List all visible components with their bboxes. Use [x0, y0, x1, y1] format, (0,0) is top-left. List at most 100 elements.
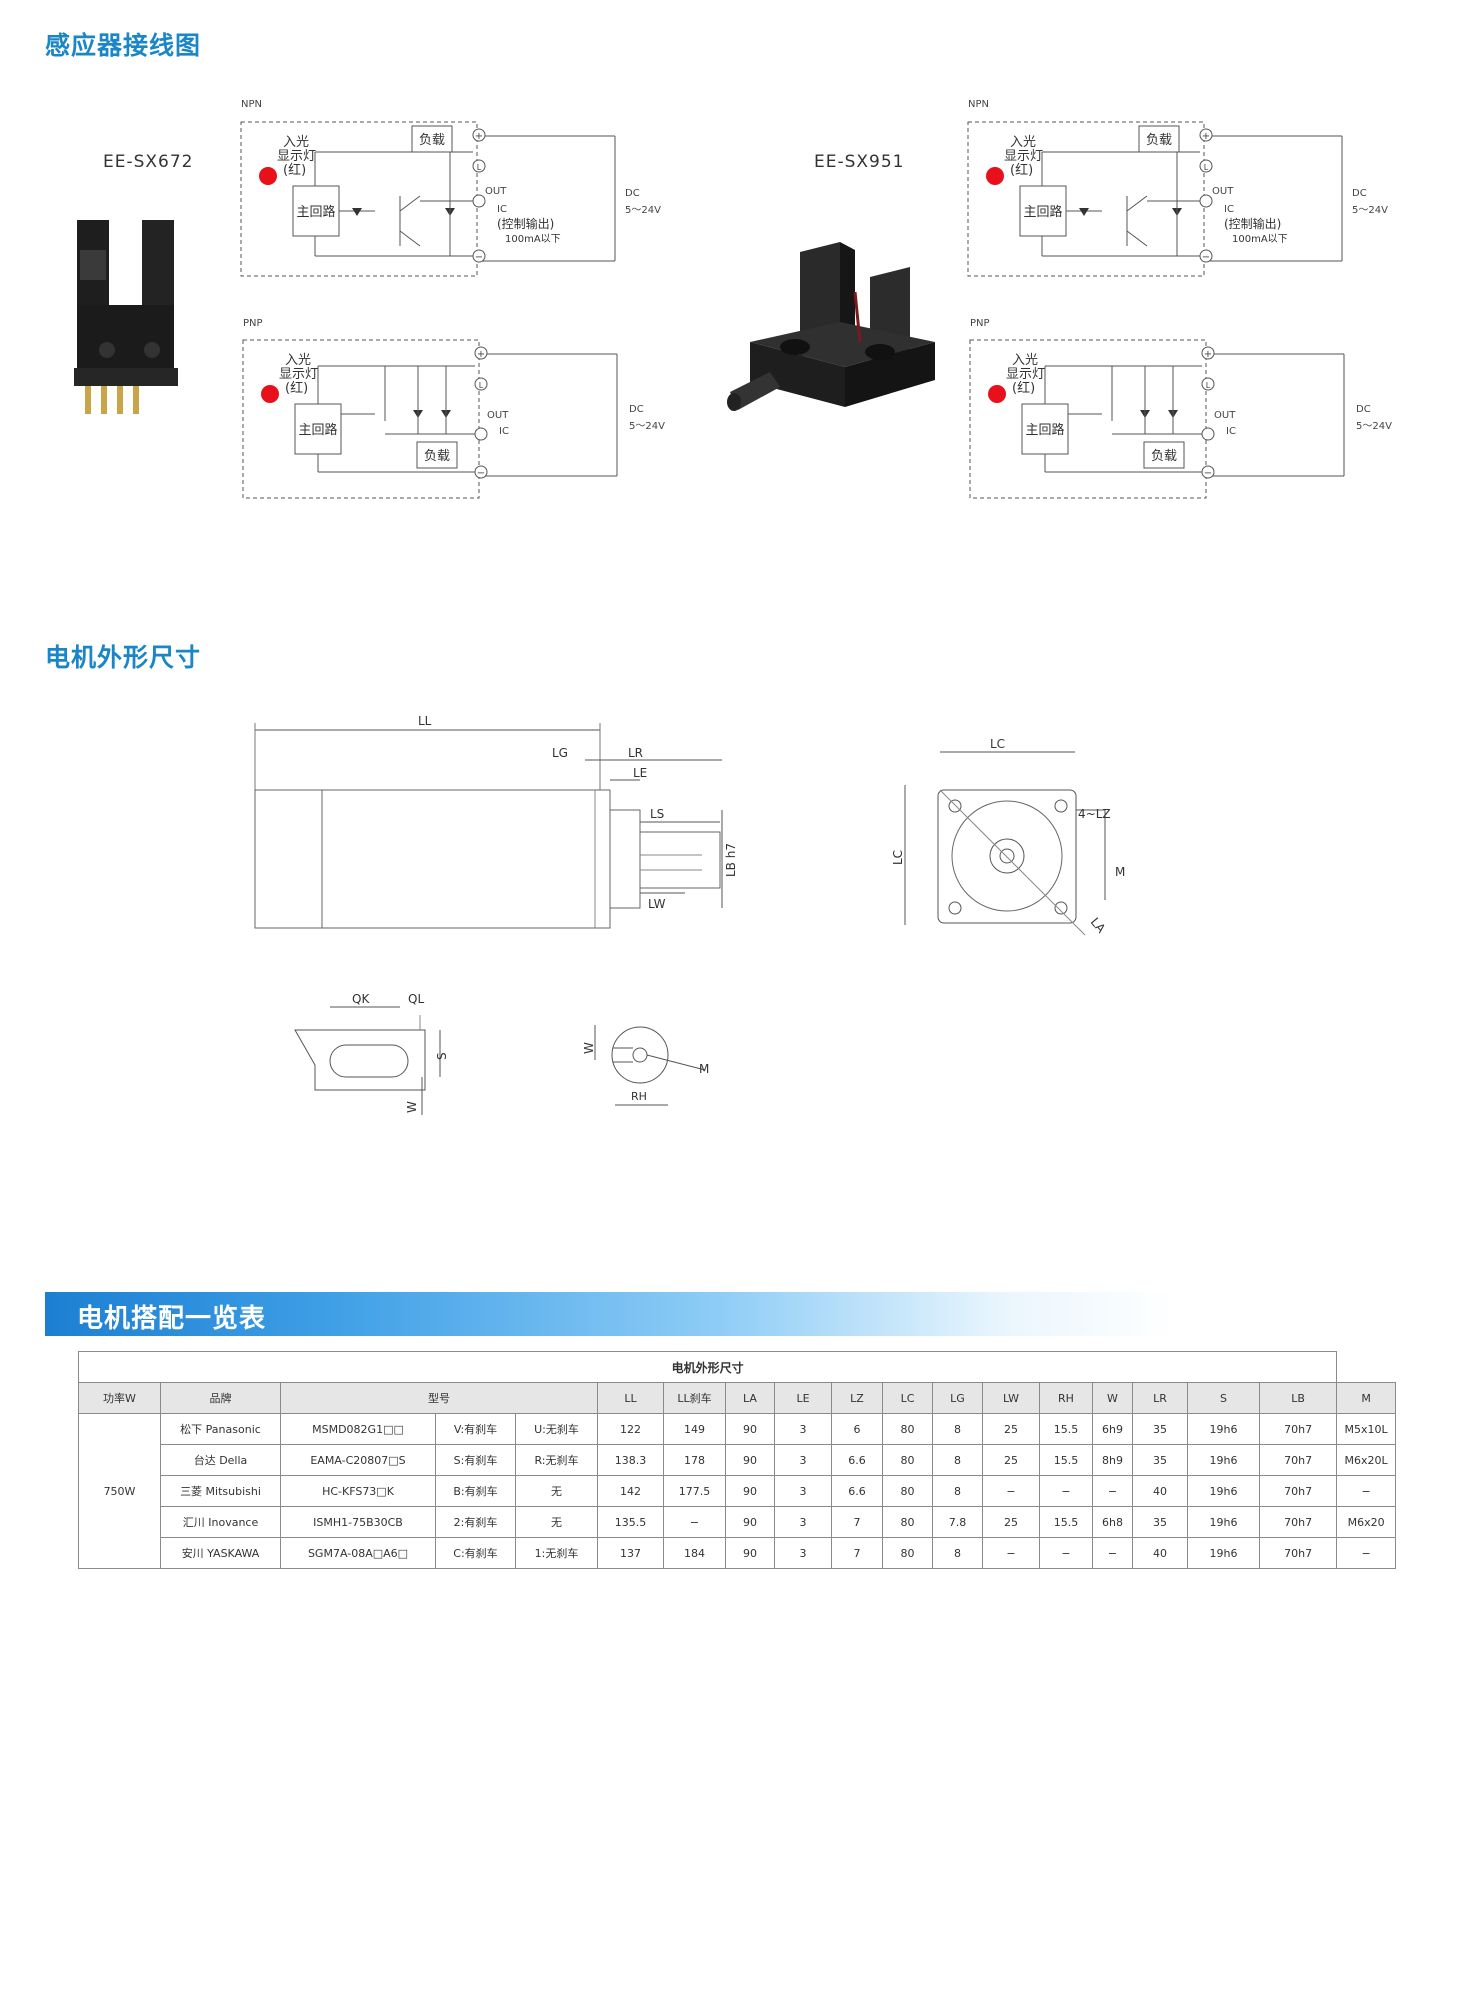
nobrake-option-cell: U:无刹车 [515, 1413, 598, 1445]
model-cell: ISMH1-75B30CB [280, 1506, 436, 1538]
svg-text:QL: QL [408, 992, 424, 1006]
power-cell: 750W [78, 1413, 161, 1569]
svg-text:(红): (红) [1012, 380, 1035, 396]
table-header: LE [774, 1382, 832, 1414]
table-cell: 19h6 [1187, 1537, 1260, 1569]
svg-text:LA: LA [1088, 915, 1109, 936]
svg-text:5～24V: 5～24V [629, 421, 665, 432]
svg-text:OUT: OUT [487, 410, 509, 421]
brand-cell: 三菱 Mitsubishi [160, 1475, 281, 1507]
led-icon [259, 167, 277, 185]
table-cell: 138.3 [597, 1444, 664, 1476]
table-cell: 40 [1132, 1537, 1188, 1569]
wiring-diagrams-ee-sx951: NPN + L − 入光 显示灯 (红) 主回路 负载 OUT IC (控制输出… [967, 99, 1392, 499]
svg-text:OUT: OUT [485, 186, 507, 197]
table-cell: − [1039, 1537, 1093, 1569]
table-cell: 6.6 [831, 1475, 883, 1507]
table-cell: 19h6 [1187, 1444, 1260, 1476]
table-header: LC [882, 1382, 933, 1414]
brand-cell: 汇川 Inovance [160, 1506, 281, 1538]
table-cell: 25 [982, 1506, 1040, 1538]
table-cell: 80 [882, 1475, 933, 1507]
brand-cell: 台达 Della [160, 1444, 281, 1476]
table-header: LZ [831, 1382, 883, 1414]
svg-text:显示灯: 显示灯 [279, 367, 318, 382]
motor-match-table: 电机外形尺寸 功率W 品牌 型号 LL LL刹车 LA LE LZ LC LG … [77, 1351, 1396, 1569]
brake-option-cell: B:有刹车 [435, 1475, 516, 1507]
table-cell: 25 [982, 1413, 1040, 1445]
table-cell: 178 [663, 1444, 726, 1476]
table-cell: 90 [725, 1537, 775, 1569]
model-cell: HC-KFS73□K [280, 1475, 436, 1507]
svg-text:LE: LE [633, 766, 647, 780]
model-cell: EAMA-C20807□S [280, 1444, 436, 1476]
nobrake-option-cell: 1:无刹车 [515, 1537, 598, 1569]
svg-text:(控制输出): (控制输出) [1224, 216, 1281, 231]
table-cell: − [663, 1506, 726, 1538]
table-cell: 80 [882, 1506, 933, 1538]
svg-text:入光: 入光 [1012, 353, 1038, 368]
svg-text:LS: LS [650, 807, 664, 821]
svg-text:100mA以下: 100mA以下 [1232, 234, 1288, 245]
table-cell: 19h6 [1187, 1475, 1260, 1507]
svg-text:+: + [1204, 349, 1212, 360]
table-cell: 40 [1132, 1475, 1188, 1507]
led-icon [988, 385, 1006, 403]
table-header: 品牌 [160, 1382, 281, 1414]
table-cell: 8 [932, 1475, 983, 1507]
table-cell: 8 [932, 1413, 983, 1445]
svg-text:RH: RH [631, 1090, 647, 1103]
pnp-label: PNP [970, 318, 990, 329]
table-header: LW [982, 1382, 1040, 1414]
svg-text:L: L [1206, 381, 1211, 390]
table-cell: 8 [932, 1444, 983, 1476]
svg-text:−: − [1204, 468, 1212, 479]
table-cell: 137 [597, 1537, 664, 1569]
table-header: LA [725, 1382, 775, 1414]
table-cell: 70h7 [1258, 1444, 1338, 1476]
table-header: LR [1132, 1382, 1188, 1414]
brake-option-cell: V:有刹车 [435, 1413, 516, 1445]
table-cell: 135.5 [597, 1506, 664, 1538]
svg-text:W: W [405, 1101, 419, 1113]
svg-text:主回路: 主回路 [296, 204, 335, 220]
shaft-keyway-drawing: QK QL S W [294, 992, 449, 1115]
table-cell: − [982, 1537, 1040, 1569]
table-cell: 6 [831, 1413, 883, 1445]
table-header: 型号 [280, 1382, 598, 1414]
table-cell: 70h7 [1258, 1413, 1338, 1445]
svg-text:负载: 负载 [419, 133, 445, 148]
table-header: LL刹车 [663, 1382, 726, 1414]
svg-text:DC: DC [1352, 188, 1367, 199]
shaft-end-drawing: W M RH [582, 1025, 709, 1106]
table-cell: M6x20L [1336, 1444, 1396, 1476]
table-caption: 电机外形尺寸 [77, 1351, 1338, 1383]
brand-cell: 松下 Panasonic [160, 1413, 281, 1445]
table-cell: 3 [774, 1475, 832, 1507]
table-cell: 122 [597, 1413, 664, 1445]
table-cell: 3 [774, 1506, 832, 1538]
table-cell: 149 [663, 1413, 726, 1445]
svg-text:主回路: 主回路 [298, 422, 337, 438]
svg-text:LR: LR [628, 746, 643, 760]
table-cell: 90 [725, 1475, 775, 1507]
svg-text:DC: DC [625, 188, 640, 199]
svg-text:(红): (红) [1010, 162, 1033, 178]
svg-text:(控制输出): (控制输出) [497, 216, 554, 231]
svg-text:(红): (红) [283, 162, 306, 178]
table-cell: 19h6 [1187, 1413, 1260, 1445]
motor-front-view-drawing: LC LC 4~LZ M LA [891, 737, 1125, 936]
table-cell: 6h9 [1092, 1413, 1133, 1445]
svg-text:LC: LC [891, 850, 905, 865]
svg-text:L: L [477, 163, 482, 172]
npn-label: NPN [241, 99, 262, 110]
sensor-ee-sx951-photo [727, 242, 935, 411]
svg-text:4~LZ: 4~LZ [1078, 807, 1111, 821]
svg-text:M: M [699, 1062, 709, 1076]
wiring-diagrams-ee-sx672: NPN + L − 入光 显示灯 (红) 主回路 负载 OUT IC (控制输出… [240, 99, 665, 499]
brake-option-cell: C:有刹车 [435, 1537, 516, 1569]
